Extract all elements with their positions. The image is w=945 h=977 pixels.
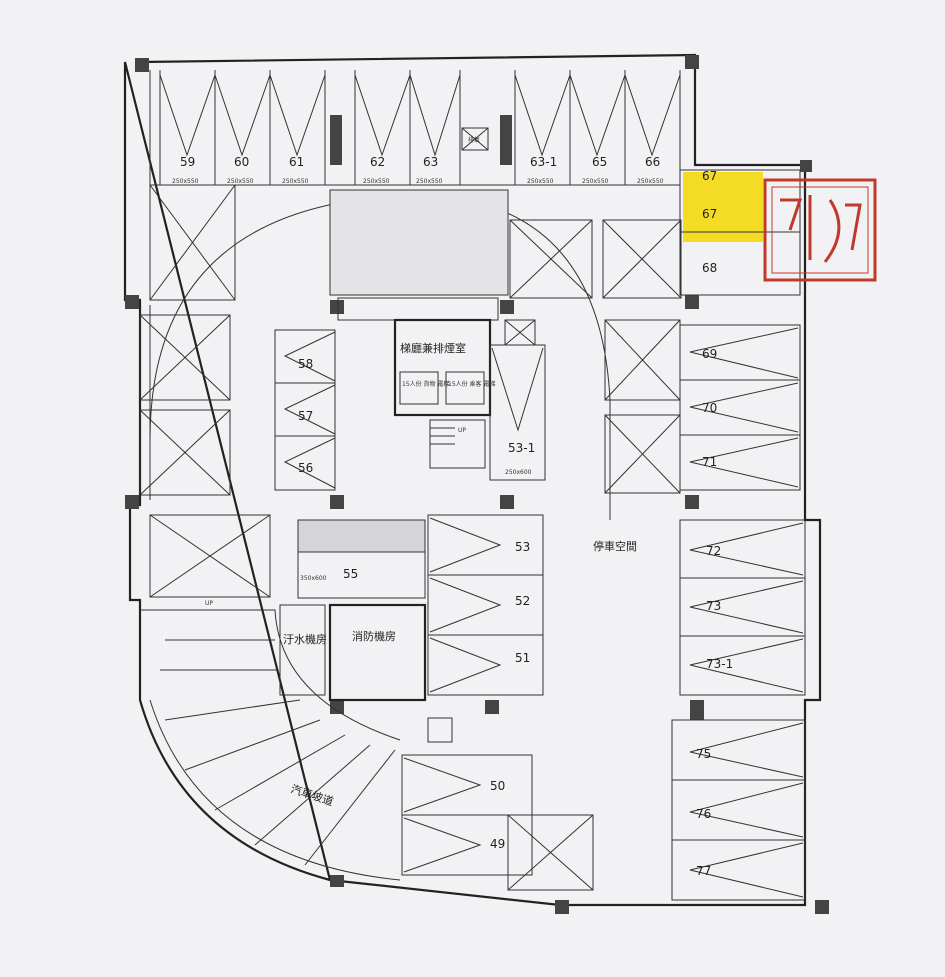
stall-number: 50 [490, 779, 505, 793]
stall-spec: 250x550 [637, 178, 664, 185]
stall-spec: 250x550 [527, 178, 554, 185]
stall-number: 62 [370, 155, 385, 169]
parking-area-label: 停車空間 [593, 539, 637, 553]
stall-number: 59 [180, 155, 195, 169]
stall-55: 55 350x600 [297, 519, 426, 599]
structural-columns [125, 55, 829, 914]
bottom-stalls: 50 49 [401, 717, 594, 891]
stall-number: 73 [706, 599, 721, 613]
stall-spec: 250x600 [505, 469, 532, 476]
stall-number: 55 [343, 567, 358, 581]
stall-number: 67 [702, 207, 717, 221]
ramp-up-label: UP [205, 600, 213, 607]
water-pump-label: 汙水機房 [283, 632, 327, 646]
right-stalls: 67 67 68 69 70 71 72 73 73-1 75 76 77 [671, 169, 806, 901]
elevator-label: 15人份 乘客 電梯 [448, 380, 495, 388]
stall-number: 53-1 [508, 441, 535, 455]
stall-number: 63 [423, 155, 438, 169]
stall-number: 63-1 [530, 155, 557, 169]
stall-53-1: 53-1 250x600 [489, 344, 546, 481]
stall-spec: 250x550 [416, 178, 443, 185]
stall-number: 77 [696, 864, 711, 878]
right-shafts [509, 219, 682, 494]
stall-number: 75 [696, 747, 711, 761]
stall-spec: 350x600 [300, 575, 327, 582]
stall-number: 70 [702, 401, 717, 415]
seal-stamp [763, 178, 877, 282]
stair-up-label: UP [458, 427, 466, 434]
svg-text:排氣: 排氣 [468, 136, 480, 144]
lift-lobby-label: 梯廳兼排煙室 [400, 341, 466, 355]
stall-number: 60 [234, 155, 249, 169]
stall-spec: 250x550 [582, 178, 609, 185]
top-stall-row: 排氣 [159, 70, 681, 186]
inner-left-stalls: 58 57 56 [274, 329, 336, 491]
left-shafts [139, 184, 271, 598]
top-stall-numbers: 59 60 61 62 63 63-1 65 66 250x550 250x55… [172, 155, 664, 185]
stall-number: 61 [289, 155, 304, 169]
elevator-label: 15人份 貨物 電梯 [402, 380, 449, 388]
stall-number: 72 [706, 544, 721, 558]
stall-number: 49 [490, 837, 505, 851]
stall-spec: 250x550 [227, 178, 254, 185]
stall-number: 73-1 [706, 657, 733, 671]
center-stalls: 53 52 51 [427, 514, 544, 696]
stall-number: 58 [298, 357, 313, 371]
stall-number: 66 [645, 155, 660, 169]
pump-rooms: 汙水機房 消防機房 [279, 603, 427, 702]
stall-spec: 250x550 [363, 178, 390, 185]
stall-number: 67 [702, 169, 717, 183]
stall-number: 71 [702, 455, 717, 469]
fire-pump-label: 消防機房 [352, 629, 396, 643]
stall-number: 65 [592, 155, 607, 169]
stall-number: 76 [696, 807, 711, 821]
stall-spec: 250x550 [282, 178, 309, 185]
center-void [329, 189, 509, 321]
stall-number: 53 [515, 540, 530, 554]
lift-lobby: 梯廳兼排煙室 15人份 貨物 電梯 15人份 乘客 電梯 [393, 318, 536, 417]
stall-number: 56 [298, 461, 313, 475]
stair: UP [429, 419, 486, 469]
stall-number: 52 [515, 594, 530, 608]
stall-number: 69 [702, 347, 717, 361]
stall-number: 51 [515, 651, 530, 665]
stall-spec: 250x550 [172, 178, 199, 185]
stall-number: 68 [702, 261, 717, 275]
stall-number: 57 [298, 409, 313, 423]
